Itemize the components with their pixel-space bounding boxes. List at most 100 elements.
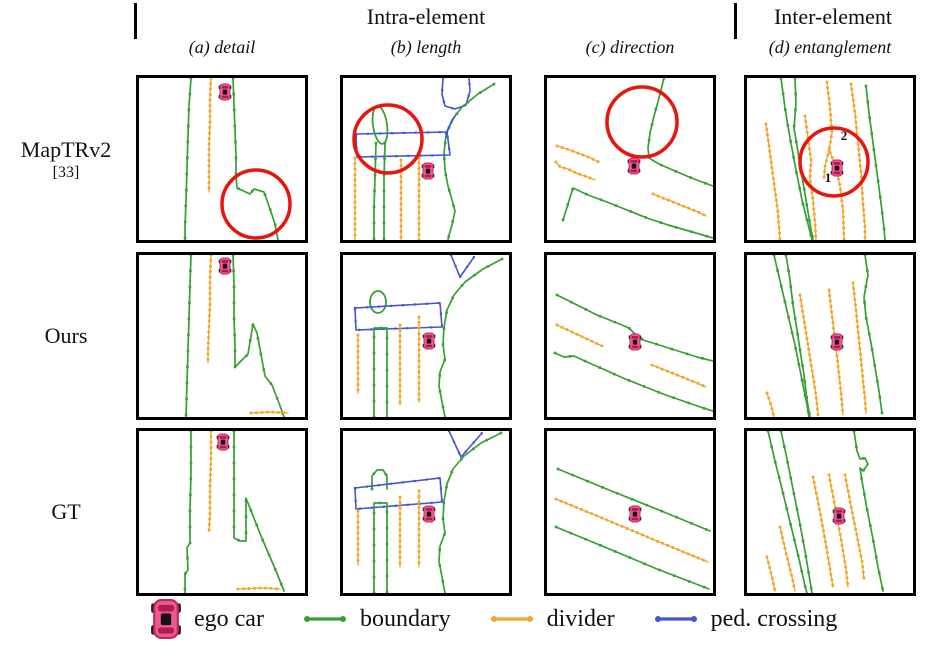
boundary-line-icon [303,616,346,622]
boundary-line [647,78,713,187]
divider-line [555,144,600,164]
column-label-length: (b) length [390,37,462,57]
boundary-line [231,78,279,240]
divider-line [825,80,846,240]
boundary-line [382,141,387,240]
map-canvas [183,431,285,593]
ego-car [422,332,436,350]
map-canvas [554,467,711,590]
divider-line [236,586,281,591]
ped-crossing-polygon [354,131,451,159]
row-label-maptrv2: MapTRv2 [33] [0,75,132,243]
divider-line [399,158,403,240]
ego-car [422,505,436,523]
header-separator-right [734,3,737,39]
boundary-line [372,501,389,593]
divider-line [554,160,596,181]
ego-car [627,157,641,175]
boundary-line [553,351,713,412]
boundary-line [779,431,813,593]
divider-line [827,288,845,416]
legend-item-ego-car: ego car [150,598,264,640]
legend-item-ped-crossing: ped. crossing [653,605,838,633]
divider-line [356,509,360,566]
row-label-main: GT [51,499,81,524]
ego-car [151,599,181,639]
ego-car [628,333,642,351]
boundary-line [784,255,811,417]
divider-line [417,315,421,403]
boundary-line [772,255,810,417]
boundary-line [766,431,808,593]
divider-line [851,281,868,414]
boundary-loop [371,105,389,145]
boundary-line [372,141,378,240]
divider-line [555,323,604,348]
map-canvas [353,255,504,417]
ped-crossing-line-icon [654,616,697,622]
error-highlight-circle [798,126,870,198]
boundary-line [372,326,389,417]
row-label-main: MapTRv2 [20,136,112,162]
divider-line [822,148,831,179]
ego-car [830,159,844,177]
divider-line [249,410,289,415]
column-label-detail: (a) detail [188,37,256,57]
map-canvas: 21 [764,78,886,240]
boundary-line [443,82,496,240]
boundary-line [556,467,711,532]
boundary-line [184,255,193,417]
map-canvas [765,431,884,593]
boundary-loop [369,290,387,314]
divider-line [650,363,707,388]
divider-line-icon [490,616,533,622]
map-canvas [183,78,292,240]
divider-line [356,333,360,394]
error-highlight-circle [352,103,424,175]
instance-number-label: 2 [841,128,848,143]
map-canvas [353,431,503,593]
legend-label: boundary [359,605,451,632]
map-panel-gt-direction [544,428,716,596]
map-canvas [554,78,713,239]
ego-car [218,83,232,101]
ped-crossing-line [447,431,483,458]
boundary-line [231,255,285,417]
ped-crossing-polygon [353,301,443,331]
legend-label: divider [546,605,615,632]
error-highlight-circle [605,85,679,159]
divider-line [398,323,402,406]
row-label-ours: Ours [0,252,132,420]
boundary-line [232,431,285,592]
column-label-direction: (c) direction [585,37,675,57]
divider-line [353,156,357,240]
map-panel-maptrv2-detail [136,75,308,243]
boundary-line [183,431,193,593]
divider-line [651,192,707,217]
boundary-line [852,431,884,592]
map-panel-maptrv2-length [340,75,512,243]
map-panel-maptrv2-direction [544,75,716,243]
divider-line [798,293,820,417]
divider-line [811,475,835,588]
map-panel-ours-direction [544,252,716,420]
boundary-line [183,78,193,240]
divider-line [764,122,782,240]
ego-car [628,505,642,523]
boundary-line [561,187,713,239]
map-panel-gt-entanglement [744,428,916,596]
boundary-line [863,255,884,415]
divider-line [765,391,775,417]
divider-line [849,82,867,240]
map-panel-gt-length [340,428,512,596]
header-separator-left [134,3,137,39]
boundary-line [370,469,388,491]
map-canvas [184,255,289,417]
boundary-line [555,293,713,362]
ego-car [832,507,846,525]
legend-label: ped. crossing [710,605,838,632]
divider-line [417,489,421,568]
legend-item-divider: divider [489,606,615,633]
divider-line [417,150,421,240]
